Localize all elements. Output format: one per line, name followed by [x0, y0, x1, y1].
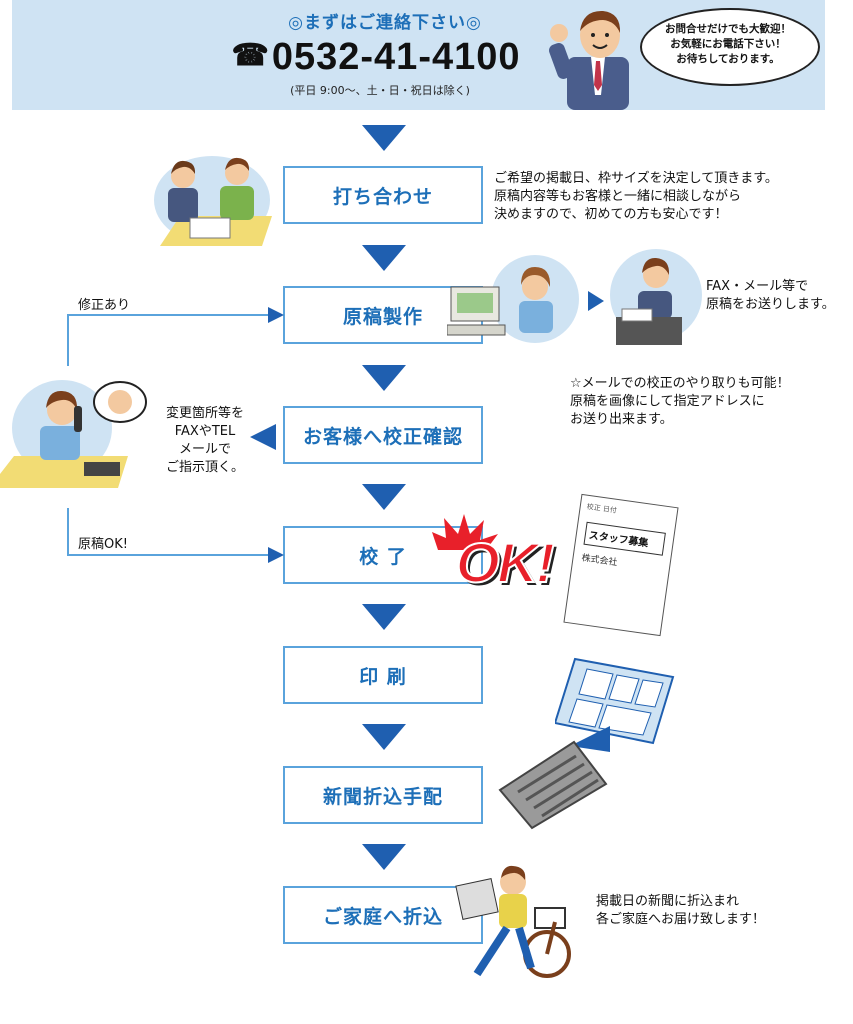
step-printing: 印 刷 — [283, 646, 483, 704]
bubble-line: お待ちしております。 — [676, 53, 780, 65]
flow-arrow-icon — [362, 245, 406, 271]
note-line: 各ご家庭へお届け致します！ — [596, 912, 766, 927]
step-proof-check: お客様へ校正確認 — [283, 406, 483, 464]
note-line: 原稿を画像にして指定アドレスに — [570, 394, 765, 409]
email-proof-note: ☆メールでの校正のやり取りも可能！ 原稿を画像にして指定アドレスに お送り出来ま… — [570, 375, 790, 429]
note-line: 掲載日の新聞に折込まれ — [596, 894, 740, 909]
speech-bubble-text: お問合せだけでも大歓迎！ お気軽にお電話下さい！ お待ちしております。 — [648, 22, 808, 67]
flow-arrow-icon — [362, 484, 406, 510]
contact-message: ◎まずはご連絡下さい◎ — [288, 13, 482, 33]
note-line: 原稿内容等もお客様と一緒に相談しながら — [494, 189, 742, 204]
phone-icon: ☎ — [231, 39, 270, 72]
note-line: 決めますので、初めての方も安心です！ — [494, 207, 728, 222]
proof-sheet-header: 校正 日付 — [586, 502, 618, 515]
phone-number-text: 0532-41-4100 — [271, 36, 521, 78]
layout-sheet-illustration — [555, 657, 675, 745]
newspaper-arrow-icon — [570, 726, 610, 752]
revision-label: 修正あり — [78, 298, 131, 313]
note-line: 原稿をお送りします。 — [706, 297, 835, 312]
proof-to-customer-arrow-icon — [250, 424, 276, 450]
step-home-delivery: ご家庭へ折込 — [283, 886, 483, 944]
phone-number[interactable]: ☎0532-41-4100 — [196, 36, 556, 79]
customer-phone-illustration — [0, 380, 147, 488]
bubble-line: お気軽にお電話下さい！ — [670, 38, 786, 50]
note-line: 変更箇所等を — [165, 406, 244, 421]
note-line: ☆メールでの校正のやり取りも可能！ — [570, 376, 790, 391]
speech-bubble — [640, 8, 820, 86]
bubble-line: お問合せだけでも大歓迎！ — [665, 23, 791, 35]
flow-arrow-icon — [362, 125, 406, 151]
meeting-illustration — [154, 156, 272, 246]
note-line: ご指示頂く。 — [165, 460, 244, 475]
approved-loop-line — [67, 554, 270, 556]
delivery-bicycle-illustration — [455, 865, 571, 978]
proof-sheet-title: スタッフ募集 — [583, 521, 666, 556]
flow-arrow-icon — [362, 365, 406, 391]
flow-arrow-icon — [362, 844, 406, 870]
fax-note: FAX・メール等で 原稿をお送りします。 — [706, 278, 835, 314]
note-line: FAXやTEL — [174, 424, 236, 439]
businessman-illustration — [549, 10, 629, 110]
note-line: お送り出来ます。 — [570, 412, 673, 427]
customer-note: 変更箇所等を FAXやTEL メールで ご指示頂く。 — [150, 405, 260, 477]
approved-loop-line — [67, 508, 69, 556]
flow-arrow-icon — [362, 724, 406, 750]
note-line: ご希望の掲載日、枠サイズを決定して頂きます。 — [494, 171, 778, 186]
newspaper-illustration — [498, 740, 608, 830]
designer-illustration — [447, 255, 579, 343]
flow-arrow-icon — [362, 604, 406, 630]
note-line: メールで — [178, 442, 231, 457]
revision-arrow-icon — [268, 307, 284, 323]
revision-loop-line — [67, 314, 270, 316]
approved-label: 原稿OK! — [78, 537, 128, 552]
proof-sheet-company: 株式会社 — [580, 553, 618, 569]
fax-illustration — [610, 249, 702, 345]
business-hours: (平日 9:00〜、土・日・祝日は除く) — [290, 84, 470, 97]
burst-icon — [432, 514, 498, 550]
step-meeting: 打ち合わせ — [283, 166, 483, 224]
proof-sheet-illustration: 校正 日付 スタッフ募集 株式会社 — [563, 493, 679, 637]
note-line: FAX・メール等で — [706, 279, 809, 294]
fax-arrow-icon — [588, 291, 604, 311]
ok-stamp: OK! — [455, 530, 556, 595]
step-newspaper-insert: 新聞折込手配 — [283, 766, 483, 824]
approved-arrow-icon — [268, 547, 284, 563]
meeting-note: ご希望の掲載日、枠サイズを決定して頂きます。 原稿内容等もお客様と一緒に相談しな… — [494, 170, 778, 224]
delivery-note: 掲載日の新聞に折込まれ 各ご家庭へお届け致します！ — [596, 893, 765, 929]
revision-loop-line — [67, 314, 69, 366]
